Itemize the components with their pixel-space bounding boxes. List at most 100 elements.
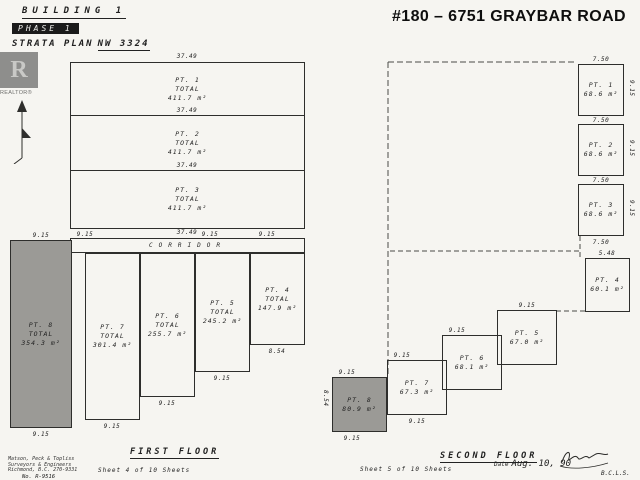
- dim-label: 9.15: [32, 431, 50, 438]
- unit-name: PT. 4: [265, 285, 290, 294]
- unit-area: 245.2 m²: [202, 317, 243, 325]
- first-floor-label: FIRST FLOOR: [130, 447, 220, 459]
- ff-unit-pt6: PT. 6 TOTAL 255.7 m²: [140, 253, 195, 397]
- unit-area: 60.1 m²: [590, 285, 625, 293]
- dim-label: 9.15: [76, 231, 94, 238]
- date-label: Date: [494, 461, 509, 468]
- sf-unit-pt5: PT. 5 67.0 m²: [497, 310, 557, 365]
- surveyor-firm-block: Matson, Peck & Topliss Surveyors & Engin…: [8, 456, 78, 474]
- strata-plan-label: STRATA PLAN: [12, 39, 94, 49]
- unit-area: 411.7 m²: [167, 147, 208, 156]
- unit-name: PT. 8: [28, 320, 54, 329]
- second-floor-label: SECOND FLOOR: [440, 451, 538, 463]
- dim-label: 9.15: [213, 375, 231, 382]
- unit-area: 68.1 m²: [454, 362, 490, 371]
- realtor-logo: R: [0, 52, 38, 88]
- dim-label: 9.15: [338, 369, 356, 376]
- total-label: TOTAL: [28, 329, 54, 338]
- unit-area: 68.6 m²: [583, 210, 619, 218]
- surveyor-title: B.C.L.S.: [601, 470, 630, 477]
- sf-unit-pt3: PT. 3 68.6 m²: [578, 184, 624, 236]
- dim-label: 7.50: [592, 177, 610, 184]
- dim-label: 9.15: [258, 231, 276, 238]
- total-label: TOTAL: [265, 294, 290, 303]
- dim-label: 37.49: [176, 53, 198, 60]
- north-arrow-icon: [13, 100, 31, 164]
- dim-label: 9.15: [158, 400, 176, 407]
- unit-area: 354.3 m²: [21, 338, 61, 347]
- strata-plan-number: NW 3324: [97, 39, 150, 51]
- unit-area: 411.7 m²: [167, 93, 208, 102]
- dim-label: 9.15: [201, 231, 219, 238]
- dim-label: 9.15: [518, 302, 536, 309]
- unit-name: PT. 2: [588, 141, 614, 149]
- dim-label: 5.48: [598, 250, 616, 257]
- dim-label: 9.15: [408, 418, 426, 425]
- file-number: No. R-9516: [22, 474, 56, 480]
- unit-name: PT. 3: [175, 186, 200, 194]
- unit-area: 301.4 m²: [92, 341, 133, 349]
- unit-name: PT. 3: [588, 201, 614, 209]
- ff-unit-pt7: PT. 7 TOTAL 301.4 m²: [85, 253, 140, 420]
- unit-name: PT. 8: [347, 395, 372, 404]
- unit-name: PT. 4: [595, 276, 620, 284]
- unit-name: PT. 2: [175, 129, 200, 138]
- unit-name: PT. 5: [514, 328, 540, 337]
- unit-name: PT. 6: [155, 311, 180, 320]
- sheet-5-label: Sheet 5 of 10 Sheets: [360, 466, 453, 473]
- firm-line: Matson, Peck & Topliss: [8, 456, 75, 462]
- unit-area: 68.6 m²: [583, 150, 619, 158]
- total-label: TOTAL: [175, 138, 200, 147]
- ff-unit-pt3: PT. 3 TOTAL 411.7 m²: [70, 170, 305, 229]
- unit-area: 255.7 m²: [147, 329, 188, 338]
- realtor-logo-label: REALTOR®: [0, 90, 32, 96]
- dim-label: 8.54: [268, 348, 286, 355]
- unit-area: 67.3 m²: [399, 387, 435, 396]
- dim-label: 7.50: [592, 56, 610, 63]
- firm-line: Richmond, B.C. 270-9331: [8, 467, 78, 473]
- building-label: BUILDING 1: [22, 6, 127, 19]
- unit-name: PT. 7: [404, 378, 430, 387]
- date-value: Aug. 10, 90: [511, 459, 572, 469]
- unit-area: 67.0 m²: [509, 337, 545, 346]
- unit-name: PT. 1: [175, 75, 200, 84]
- sf-unit-pt8: PT. 8 80.9 m²: [332, 377, 387, 432]
- sf-unit-pt7: PT. 7 67.3 m²: [387, 360, 447, 415]
- total-label: TOTAL: [175, 84, 200, 93]
- dim-label: 9.15: [448, 327, 466, 334]
- dim-label: 9.15: [628, 80, 635, 97]
- dim-label: 7.50: [592, 117, 610, 124]
- dim-label: 9.15: [343, 435, 361, 442]
- sf-unit-pt2: PT. 2 68.6 m²: [578, 124, 624, 176]
- unit-name: PT. 7: [100, 323, 125, 331]
- dim-label: 8.54: [322, 390, 329, 407]
- dim-label: 37.49: [176, 229, 198, 236]
- sf-unit-pt1: PT. 1 68.6 m²: [578, 64, 624, 116]
- phase-label: PHASE 1: [12, 23, 79, 34]
- corridor: CORRIDOR: [70, 238, 305, 253]
- dim-label: 9.15: [393, 352, 411, 359]
- unit-area: 68.6 m²: [583, 90, 619, 98]
- sheet-4-label: Sheet 4 of 10 Sheets: [98, 467, 191, 474]
- sf-unit-pt6: PT. 6 68.1 m²: [442, 335, 502, 390]
- dim-label: 37.49: [176, 107, 198, 114]
- firm-line: Surveyors & Engineers: [8, 461, 72, 468]
- unit-name: PT. 6: [459, 353, 485, 362]
- ff-unit-pt8: PT. 8 TOTAL 354.3 m²: [10, 240, 72, 428]
- realtor-logo-letter: R: [10, 56, 28, 83]
- total-label: TOTAL: [175, 195, 200, 203]
- dim-label: 9.15: [32, 232, 50, 239]
- dim-label: 7.50: [592, 239, 610, 246]
- dim-label: 37.49: [176, 162, 198, 169]
- unit-area: 80.9 m²: [342, 404, 377, 413]
- dim-label: 9.15: [103, 423, 121, 430]
- corridor-label: CORRIDOR: [149, 242, 226, 249]
- ff-unit-pt4: PT. 4 TOTAL 147.9 m²: [250, 253, 305, 345]
- dim-label: 9.15: [628, 140, 635, 157]
- unit-area: 147.9 m²: [257, 303, 298, 312]
- unit-area: 411.7 m²: [167, 204, 208, 212]
- dim-label: 9.15: [628, 200, 635, 217]
